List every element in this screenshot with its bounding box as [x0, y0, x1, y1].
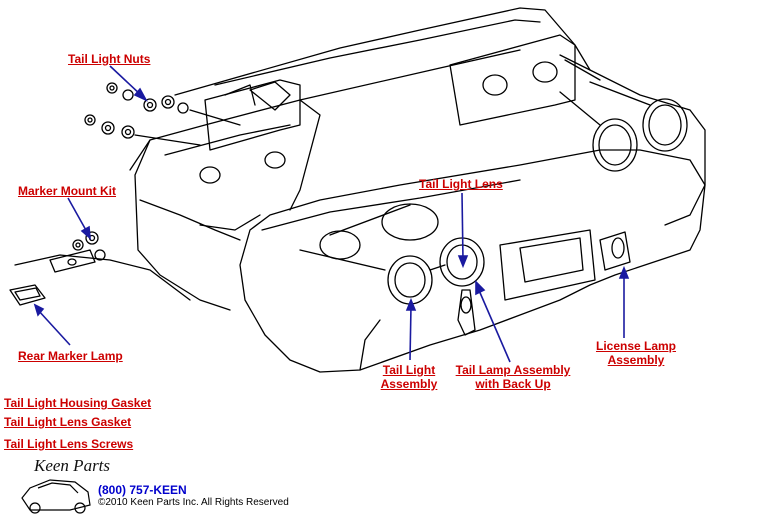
upper-tail-lights: [559, 81, 688, 172]
tail-lamp-backup-line1[interactable]: Tail Lamp Assembly: [455, 363, 571, 377]
tail-light-housing-right: [449, 34, 576, 126]
tail-light-lens-gasket-link[interactable]: Tail Light Lens Gasket: [4, 415, 132, 429]
marker-mount-kit-link[interactable]: Marker Mount Kit: [18, 184, 117, 198]
keen-parts-logo-car: [21, 479, 91, 514]
tail-light-assembly-line1[interactable]: Tail Light: [382, 363, 436, 377]
tail-light-assembly-link[interactable]: Tail Light Assembly: [378, 363, 440, 391]
lower-tail-lights: [387, 237, 485, 305]
tail-light-lens-link[interactable]: Tail Light Lens: [419, 177, 503, 191]
license-plate-recess: [499, 229, 631, 301]
callout-arrows: [33, 65, 630, 363]
keen-parts-logo-text: Keen Parts: [34, 456, 111, 475]
tail-light-nuts-hardware: [84, 82, 241, 146]
license-lamp-assembly-link[interactable]: License Lamp Assembly: [594, 339, 678, 367]
tail-light-lens-screws-link[interactable]: Tail Light Lens Screws: [4, 437, 134, 451]
tail-lamp-backup-line2[interactable]: with Back Up: [475, 377, 551, 391]
rear-marker-lamp-part: [9, 284, 46, 306]
backup-lamp: [457, 289, 476, 336]
marker-mount-hardware: [49, 231, 106, 273]
copyright-text: ©2010 Keen Parts Inc. All Rights Reserve…: [98, 497, 289, 508]
tail-light-housing-gasket-link[interactable]: Tail Light Housing Gasket: [4, 396, 152, 410]
license-lamp-line2[interactable]: Assembly: [607, 353, 665, 367]
phone-number: (800) 757-KEEN: [98, 483, 187, 497]
rear-bumper-panel: [239, 149, 706, 373]
tail-light-housing-left: [199, 79, 301, 184]
tail-light-nuts-link[interactable]: Tail Light Nuts: [68, 52, 151, 66]
tail-light-assembly-line2[interactable]: Assembly: [380, 377, 438, 391]
license-lamp-line1[interactable]: License Lamp: [595, 339, 677, 353]
tail-lamp-assembly-backup-link[interactable]: Tail Lamp Assembly with Back Up: [454, 363, 572, 391]
body-upper-panel: [174, 7, 706, 226]
lamp-tunnels: [299, 203, 439, 271]
rear-marker-lamp-link[interactable]: Rear Marker Lamp: [18, 349, 123, 363]
